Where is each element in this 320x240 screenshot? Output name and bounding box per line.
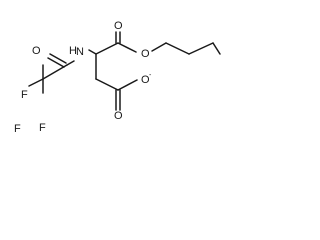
bonds <box>28 31 221 111</box>
bond-amide-carbonyl-1 <box>49 53 67 64</box>
charge-label-carboxylate-oxygen: - <box>149 72 152 79</box>
bond-amide-carbonyl-2 <box>47 57 65 68</box>
atom-label-f2: F <box>21 89 28 101</box>
bond-o-butyl-c1 <box>151 42 167 52</box>
bond-c3-c4 <box>95 42 119 55</box>
atom-label-ester-carbonyl-oxygen: O <box>114 20 123 32</box>
atom-label-amide-oxygen: O <box>32 45 41 57</box>
bond-butyl-c1-c2 <box>165 42 190 55</box>
atom-label-ester-oxygen: O <box>141 48 150 60</box>
structural-formula: F F F O N H O O O O - <box>14 20 221 135</box>
atom-label-amine-nitrogen: N <box>76 46 84 58</box>
bond-n-c3 <box>88 49 97 55</box>
bond-c1-f-left <box>28 78 44 87</box>
atom-label-f3: F <box>14 123 21 135</box>
atom-labels: F F F O N H O O O O - <box>14 20 152 135</box>
bond-carboxyl-o-minus <box>117 79 138 91</box>
bond-c1-c2 <box>42 64 68 80</box>
atom-label-carboxylate-carbonyl-oxygen: O <box>114 110 123 122</box>
bond-c2-n <box>66 60 75 66</box>
bond-ch2-carboxyl <box>95 78 119 91</box>
bond-butyl-c2-c3 <box>188 42 214 55</box>
atom-label-f1: F <box>39 122 46 134</box>
atom-label-amine-hydrogen: H <box>69 45 77 57</box>
atom-label-carboxylate-oxygen: O <box>141 74 150 86</box>
bond-butyl-c3-c4 <box>212 42 221 55</box>
bond-c4-o-ester <box>117 42 137 53</box>
